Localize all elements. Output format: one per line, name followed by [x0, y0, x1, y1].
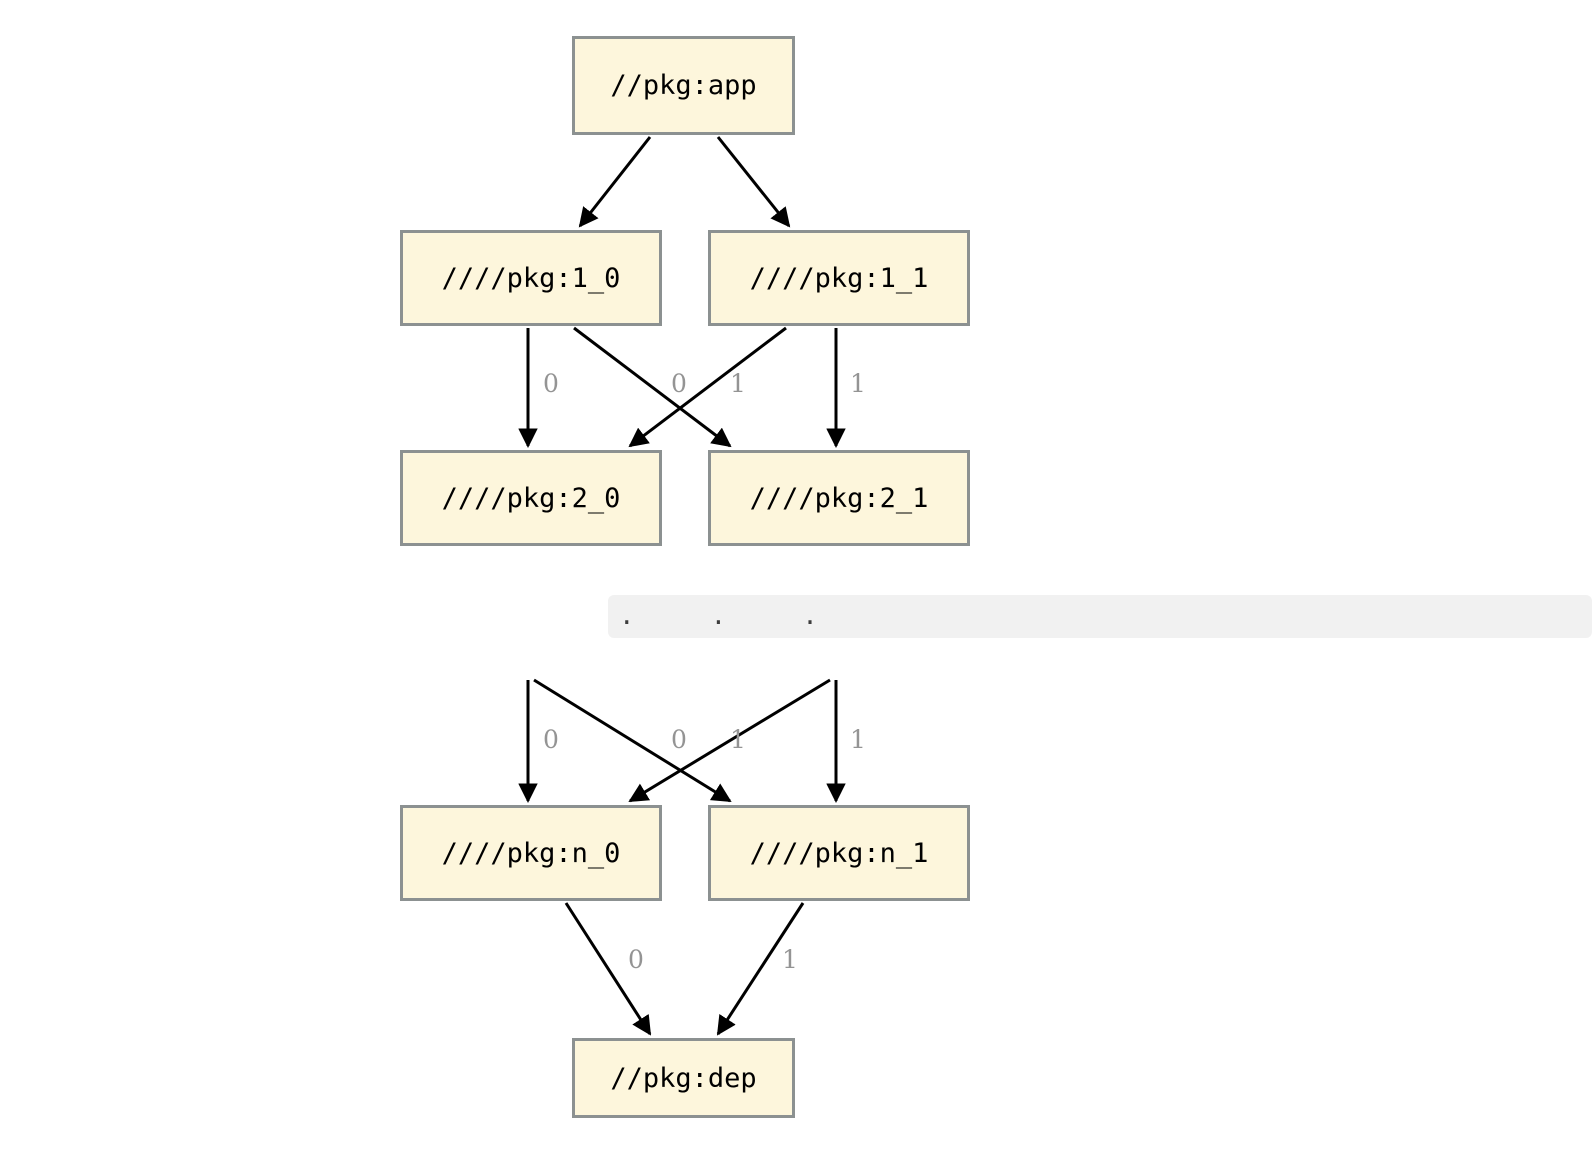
- graph-node-l2_1[interactable]: ////pkg:2_1: [708, 450, 970, 546]
- graph-edge-label: 0: [671, 369, 687, 398]
- graph-node-label: //pkg:dep: [610, 1062, 757, 1094]
- graph-node-label: ////pkg:n_1: [749, 837, 929, 869]
- graph-edge: [573, 326, 732, 448]
- graph-edge-label: 0: [543, 369, 559, 398]
- graph-edge-label: 1: [730, 725, 746, 754]
- graph-edge: [533, 678, 732, 803]
- graph-node-label: //pkg:app: [610, 70, 757, 101]
- graph-node-dep[interactable]: //pkg:dep: [572, 1038, 795, 1118]
- ellipsis-separator-band: . . .: [608, 595, 1592, 638]
- graph-edge-label: 1: [782, 945, 798, 974]
- graph-edge-label: 1: [730, 369, 746, 398]
- graph-node-label: ////pkg:2_1: [749, 482, 929, 514]
- graph-node-l2_0[interactable]: ////pkg:2_0: [400, 450, 662, 546]
- graph-edge: [716, 902, 805, 1036]
- graph-edge: [578, 136, 652, 228]
- graph-node-l1_0[interactable]: ////pkg:1_0: [400, 230, 662, 326]
- graph-node-ln_0[interactable]: ////pkg:n_0: [400, 805, 662, 901]
- graph-node-label: ////pkg:1_0: [441, 262, 621, 294]
- graph-edge: [564, 902, 652, 1036]
- graph-node-l1_1[interactable]: ////pkg:1_1: [708, 230, 970, 326]
- graph-edge: [628, 326, 787, 448]
- graph-node-label: ////pkg:2_0: [441, 482, 621, 514]
- graph-edge: [716, 136, 791, 228]
- graph-edge-label: 1: [850, 369, 866, 398]
- graph-edge: [628, 678, 831, 803]
- ellipsis-dots: . . .: [622, 597, 836, 632]
- graph-edge-label: 0: [543, 725, 559, 754]
- graph-edge-label: 0: [671, 725, 687, 754]
- graph-node-app[interactable]: //pkg:app: [572, 36, 795, 135]
- graph-node-label: ////pkg:1_1: [749, 262, 929, 294]
- graph-edge-label: 0: [628, 945, 644, 974]
- graph-node-ln_1[interactable]: ////pkg:n_1: [708, 805, 970, 901]
- graph-edge-label: 1: [850, 725, 866, 754]
- graph-node-label: ////pkg:n_0: [441, 837, 621, 869]
